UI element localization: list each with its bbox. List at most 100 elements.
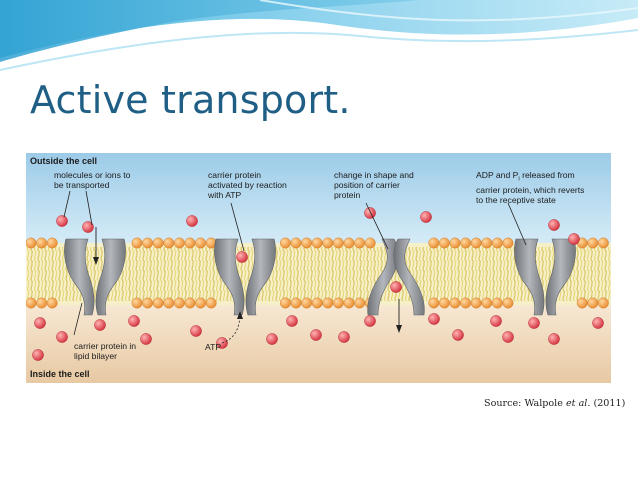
- phospholipid-head: [481, 237, 493, 249]
- phospholipid-head: [481, 297, 493, 309]
- phospholipid-head: [354, 297, 365, 309]
- phospholipid-head: [491, 297, 503, 309]
- label-molecules: molecules or ions to be transported: [54, 170, 131, 191]
- phospholipid-head: [173, 297, 185, 309]
- phospholipid-head: [332, 297, 344, 309]
- phospholipid-head: [354, 237, 365, 249]
- molecule-ion: [128, 315, 140, 327]
- phospholipid-head: [46, 237, 58, 249]
- phospholipid-head: [173, 237, 185, 249]
- molecule-ion: [420, 211, 432, 223]
- transported-molecules: [32, 207, 604, 361]
- phospholipid-head: [131, 297, 143, 309]
- phospholipid-head: [152, 297, 164, 309]
- phospholipid-head: [502, 297, 514, 309]
- extracellular-space: [26, 153, 611, 245]
- phospholipid-head: [163, 237, 175, 249]
- phospholipid-head: [36, 297, 48, 309]
- slide-title: Active transport.: [30, 78, 351, 122]
- phospholipid-head: [587, 237, 599, 249]
- label-adp-released: ADP and Pi released from carrier protein…: [476, 170, 585, 206]
- molecule-ion: [502, 331, 514, 343]
- molecule-ion: [186, 215, 198, 227]
- molecule-ion: [32, 349, 44, 361]
- molecule-ion: [452, 329, 464, 341]
- phospholipid-heads-outer: [26, 237, 609, 249]
- header-wave-banner: [0, 0, 638, 80]
- inside-cell-label: Inside the cell: [30, 369, 90, 379]
- carrier-protein-open-outside-1: [64, 238, 126, 316]
- phospholipid-head: [301, 237, 312, 249]
- phospholipid-heads-inner: [26, 297, 609, 309]
- phospholipid-head: [311, 297, 323, 309]
- phospholipid-head: [131, 237, 143, 249]
- molecule-ion: [390, 281, 402, 293]
- molecule-ion: [56, 331, 68, 343]
- molecule-ion: [338, 331, 350, 343]
- phospholipid-head: [470, 237, 482, 249]
- phospholipid-head: [598, 237, 609, 249]
- phospholipid-head: [449, 297, 461, 309]
- outside-cell-label: Outside the cell: [30, 156, 98, 166]
- molecule-ion: [236, 251, 248, 263]
- phospholipid-head: [311, 237, 323, 249]
- molecule-ion: [528, 317, 540, 329]
- phospholipid-head: [343, 297, 355, 309]
- phospholipid-head: [322, 297, 334, 309]
- molecule-ion: [428, 313, 440, 325]
- molecule-ion: [140, 333, 152, 345]
- phospholipid-head: [184, 237, 196, 249]
- movement-arrows: [93, 227, 402, 333]
- molecule-ion: [56, 215, 68, 227]
- molecule-ion: [310, 329, 322, 341]
- label-carrier-in-bilayer: carrier protein in lipid bilayer: [74, 341, 137, 362]
- molecule-ion: [266, 333, 278, 345]
- carrier-protein-shape-change: [367, 238, 425, 316]
- phospholipid-head: [205, 297, 217, 309]
- molecule-ion: [568, 233, 580, 245]
- phospholipid-head: [142, 237, 154, 249]
- phospholipid-head: [322, 237, 334, 249]
- phospholipid-head: [438, 297, 450, 309]
- phospholipid-head: [46, 297, 58, 309]
- phospholipid-head: [428, 297, 440, 309]
- phospholipid-head: [364, 237, 376, 249]
- phospholipid-head: [502, 237, 514, 249]
- phospholipid-head: [438, 237, 450, 249]
- phospholipid-head: [195, 237, 207, 249]
- molecule-ion: [34, 317, 46, 329]
- phospholipid-head: [36, 237, 48, 249]
- molecule-ion: [548, 333, 560, 345]
- phospholipid-head: [460, 297, 471, 309]
- label-shape-change: change in shape and position of carrier …: [334, 170, 414, 201]
- molecule-ion: [190, 325, 202, 337]
- phospholipid-head: [152, 237, 164, 249]
- molecule-ion: [82, 221, 94, 233]
- phospholipid-head: [142, 297, 154, 309]
- phospholipid-head: [332, 237, 344, 249]
- phospholipid-head: [184, 297, 196, 309]
- phospholipid-head: [195, 297, 207, 309]
- phospholipid-head: [460, 237, 471, 249]
- carrier-protein-activated: [214, 238, 276, 316]
- phospholipid-head: [587, 297, 599, 309]
- phospholipid-head: [343, 237, 355, 249]
- molecule-ion: [364, 315, 376, 327]
- molecule-ion: [94, 319, 106, 331]
- phospholipid-head: [576, 297, 588, 309]
- molecule-ion: [364, 207, 376, 219]
- phospholipid-head: [301, 297, 312, 309]
- phospholipid-head: [290, 237, 302, 249]
- phospholipid-head: [470, 297, 482, 309]
- molecule-ion: [592, 317, 604, 329]
- label-carrier-activated: carrier protein activated by reaction wi…: [208, 170, 287, 201]
- phospholipid-head: [279, 297, 291, 309]
- phospholipid-head: [163, 297, 175, 309]
- label-atp: ATP: [205, 342, 222, 352]
- phospholipid-head: [26, 237, 37, 249]
- active-transport-diagram: Outside the cell molecules or ions to be…: [26, 153, 611, 383]
- molecule-ion: [286, 315, 298, 327]
- membrane-illustration: [26, 153, 611, 383]
- phospholipid-head: [279, 237, 291, 249]
- phospholipid-head: [491, 237, 503, 249]
